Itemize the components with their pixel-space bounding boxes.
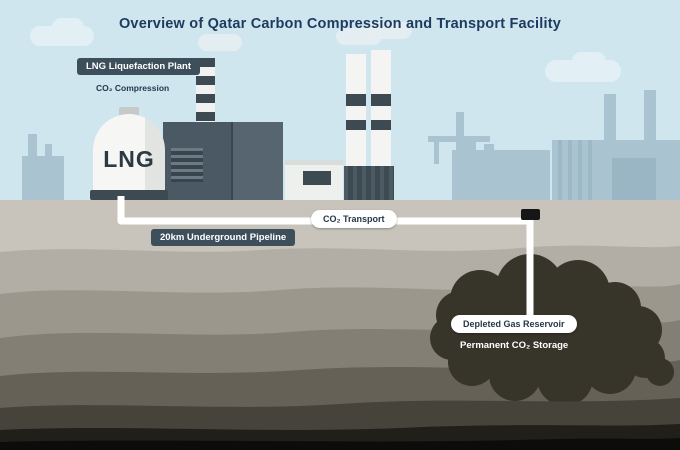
plant-building-wing: [233, 122, 283, 200]
background-chimney-icon: [28, 134, 37, 158]
background-pipe-rack: [434, 136, 439, 164]
building-door: [303, 171, 331, 185]
chimney-band: [371, 120, 391, 130]
cloud-icon: [52, 18, 84, 36]
background-factory: [462, 140, 476, 152]
smoke-icon: [198, 34, 242, 51]
background-factory: [612, 158, 656, 200]
tall-chimney-icon: [371, 50, 391, 200]
background-chimney-icon: [45, 144, 52, 158]
background-pipe-rack: [456, 112, 464, 158]
background-factory: [22, 156, 64, 200]
co2-transport-badge: CO₂ Transport: [311, 210, 397, 228]
underground-pipeline-badge: 20km Underground Pipeline: [151, 229, 296, 246]
smoke-icon: [366, 22, 412, 39]
chimney-band: [371, 94, 391, 106]
plant-equipment: [344, 166, 394, 200]
background-chimney-icon: [604, 94, 616, 146]
background-chimney-icon: [644, 90, 656, 146]
plant-badge: LNG Liquefaction Plant: [77, 58, 201, 75]
background-factory: [452, 150, 550, 200]
lng-storage-tank: LNG: [93, 114, 165, 192]
chimney-band: [346, 94, 366, 106]
background-factory: [552, 140, 602, 200]
cloud-icon: [572, 52, 606, 70]
tank-cap: [119, 107, 139, 116]
compression-label: CO₂ Compression: [96, 83, 170, 93]
window-grid-icon: [171, 148, 203, 182]
underground-layers: [0, 200, 680, 450]
striped-chimney-icon: [196, 58, 215, 124]
tank-base: [90, 190, 168, 200]
plant-building: [163, 122, 283, 200]
page-title: Overview of Qatar Carbon Compression and…: [118, 16, 562, 32]
building-seam: [231, 122, 233, 200]
permanent-storage-label: Permanent CO₂ Storage: [460, 340, 569, 351]
reservoir-badge: Depleted Gas Reservoir: [451, 315, 577, 333]
lng-tank-label: LNG: [103, 146, 155, 172]
compressor-building: [285, 160, 343, 200]
roof-strip: [285, 160, 343, 165]
tall-chimney-icon: [346, 54, 366, 200]
chimney-band: [346, 120, 366, 130]
background-factory: [484, 144, 494, 152]
